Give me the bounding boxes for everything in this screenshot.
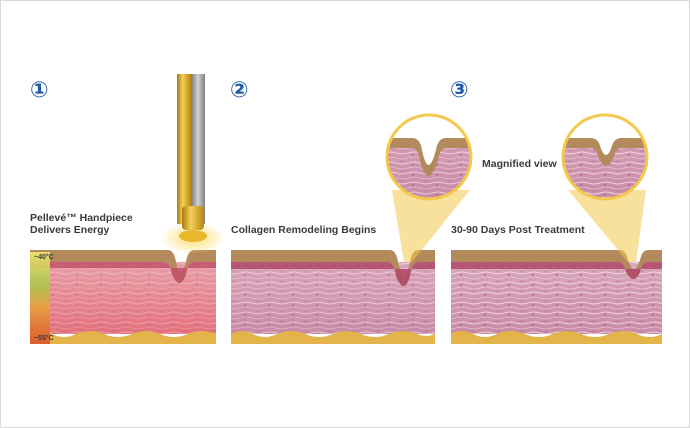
panel-1-skin bbox=[30, 250, 216, 344]
step-3-caption: 30-90 Days Post Treatment bbox=[451, 224, 585, 236]
step-number-3: ③ bbox=[450, 78, 469, 103]
step-number-2: ② bbox=[230, 78, 249, 103]
step-1-caption: Pellevé™ Handpiece Delivers Energy bbox=[30, 212, 133, 236]
temperature-bottom-label: ~55°C bbox=[34, 335, 54, 342]
magnifier-icon bbox=[385, 113, 473, 262]
step-2-caption: Collagen Remodeling Begins bbox=[231, 224, 377, 236]
step-1-caption-line2: Delivers Energy bbox=[30, 224, 110, 236]
magnifier-icon bbox=[561, 113, 649, 262]
panel-2-skin bbox=[231, 250, 435, 344]
handpiece-icon bbox=[161, 74, 225, 254]
step-number-1: ① bbox=[30, 78, 49, 103]
magnified-view-label: Magnified view bbox=[482, 158, 557, 170]
panel-3-skin bbox=[451, 250, 662, 344]
step-1-caption-line1: Pellevé™ Handpiece bbox=[30, 212, 133, 224]
temperature-top-label: ~40°C bbox=[34, 254, 54, 261]
